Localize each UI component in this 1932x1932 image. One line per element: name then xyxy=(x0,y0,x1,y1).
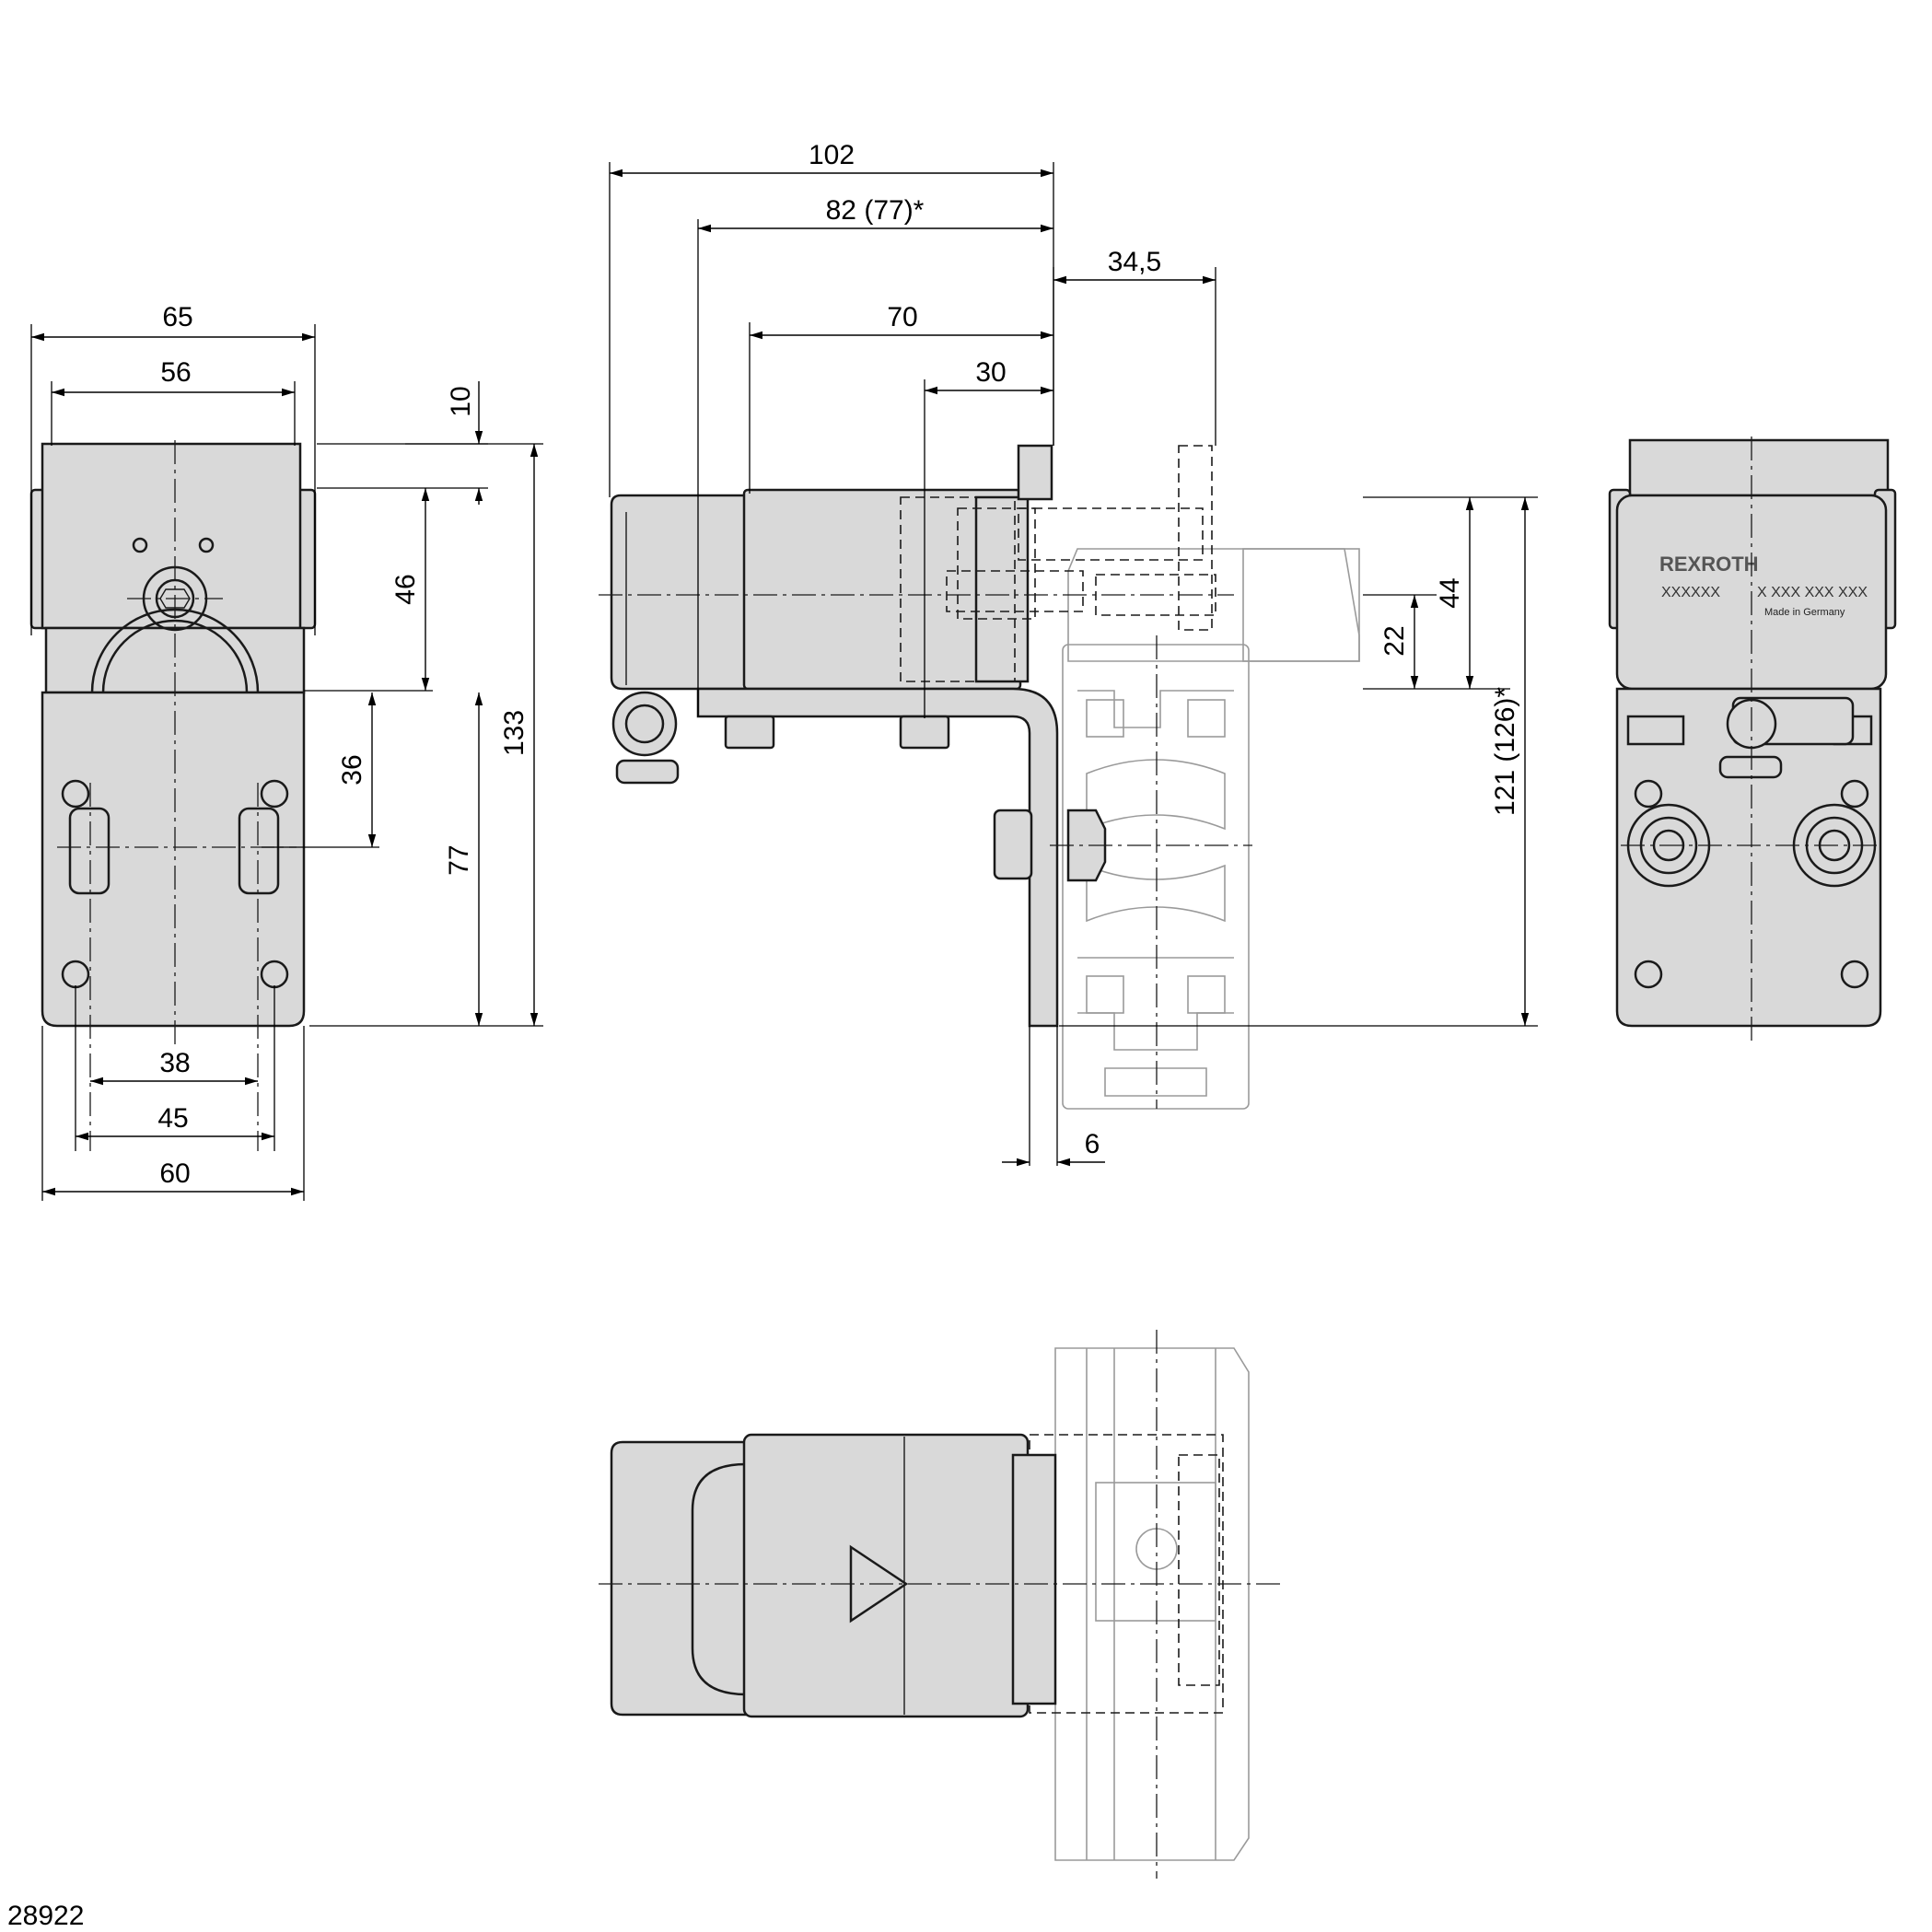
made-in-label: Made in Germany xyxy=(1764,607,1845,618)
rear-bracket xyxy=(1615,687,1882,1028)
side-view-dimensions: 102 82 (77)* 34,5 70 30 44 22 121 (126)* xyxy=(609,140,1538,1167)
front-bracket xyxy=(41,691,306,1028)
brand-label: REXROTH xyxy=(1659,553,1759,576)
dim-65: 65 xyxy=(162,302,192,332)
front-view-dimensions: 65 56 10 46 36 77 133 38 45 xyxy=(30,302,543,1201)
dim-56: 56 xyxy=(160,357,191,388)
rear-view: REXROTH XXXXXX X XXX XXX XXX Made in Ger… xyxy=(1608,436,1897,1041)
dim-36: 36 xyxy=(337,754,367,785)
dim-102: 102 xyxy=(809,140,855,170)
front-view xyxy=(29,440,317,1151)
drawing-number: 28922 xyxy=(7,1901,84,1931)
dim-34-5: 34,5 xyxy=(1108,247,1161,277)
side-view xyxy=(599,444,1360,1110)
dim-46: 46 xyxy=(390,574,421,604)
dim-30: 30 xyxy=(975,357,1006,388)
connector-ghost xyxy=(1067,445,1360,662)
dim-38: 38 xyxy=(159,1048,190,1078)
code-right: X XXX XXX XXX xyxy=(1757,585,1868,600)
dim-22: 22 xyxy=(1379,625,1410,656)
dim-10: 10 xyxy=(446,386,476,416)
dim-121-126: 121 (126)* xyxy=(1490,687,1520,816)
top-view xyxy=(599,1330,1280,1879)
dim-133: 133 xyxy=(499,710,530,756)
dim-70: 70 xyxy=(887,302,917,332)
code-left: XXXXXX xyxy=(1661,585,1720,600)
dim-82-77: 82 (77)* xyxy=(826,195,925,226)
aluminium-profile xyxy=(1062,644,1250,1110)
side-motor-rear xyxy=(610,494,748,691)
dim-45: 45 xyxy=(157,1103,188,1134)
front-motor-body xyxy=(41,442,302,630)
dim-77: 77 xyxy=(444,844,474,875)
dim-60: 60 xyxy=(159,1158,190,1189)
top-motor-body xyxy=(742,1433,1030,1718)
dim-6: 6 xyxy=(1085,1129,1100,1159)
dim-44: 44 xyxy=(1435,577,1465,608)
